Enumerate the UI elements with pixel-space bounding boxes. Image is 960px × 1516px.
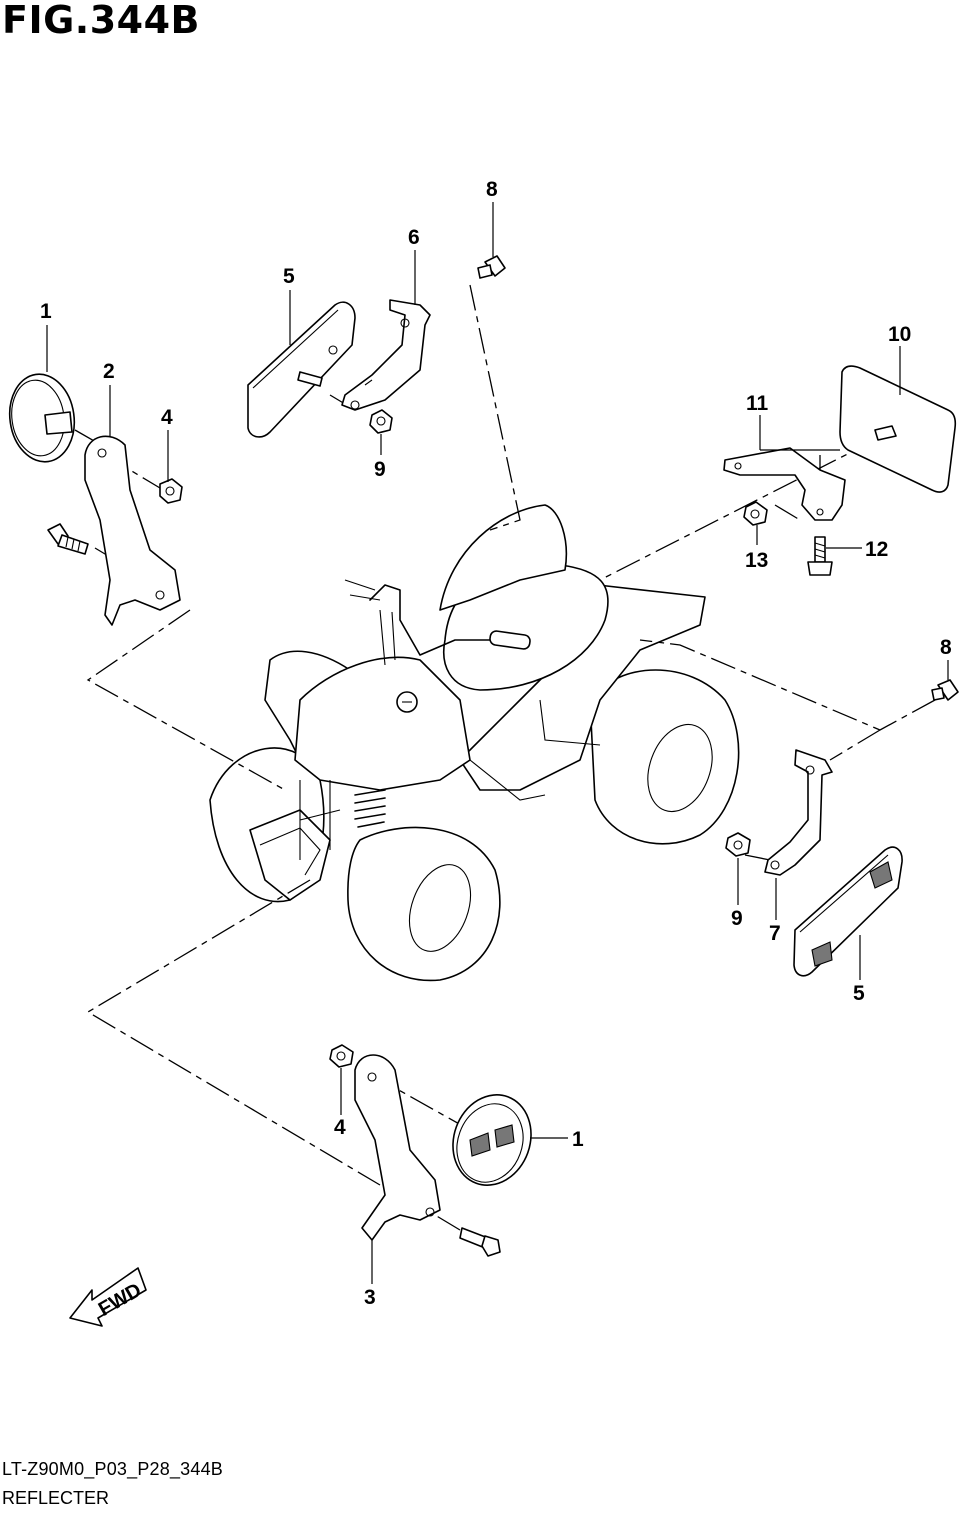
bolt-front-bottom <box>459 1227 501 1257</box>
reflector-rect-side-right <box>793 846 903 977</box>
nut-rear <box>743 501 768 526</box>
leader-lines <box>46 202 949 1284</box>
nut-top-left <box>159 478 183 504</box>
fwd-arrow-icon: FWD <box>69 1267 147 1327</box>
bracket-rear <box>723 447 846 521</box>
callout-13: 13 <box>745 549 768 572</box>
figure-name: REFLECTER <box>2 1488 110 1508</box>
figure-code: LT-Z90M0_P03_P28_344B <box>2 1459 224 1479</box>
callout-7: 7 <box>769 922 781 945</box>
bolt-side-top <box>477 255 506 279</box>
bolt-front-left <box>47 523 89 555</box>
callout-9-right: 9 <box>731 907 743 930</box>
bolt-side-right <box>931 679 959 701</box>
callout-numbers: 1 2 4 5 6 8 9 10 11 12 13 8 9 7 5 4 1 3 <box>40 178 952 1309</box>
callout-2: 2 <box>103 360 115 383</box>
callout-5-right: 5 <box>853 982 865 1005</box>
callout-10: 10 <box>888 323 911 346</box>
nut-bottom <box>329 1044 354 1068</box>
screw-rear <box>807 536 833 576</box>
reflector-round-front-bottom <box>452 1094 532 1186</box>
reflector-rect-rear <box>839 365 957 493</box>
figure-title: FIG.344B <box>2 0 201 42</box>
callout-8: 8 <box>486 178 498 201</box>
callout-8-right: 8 <box>940 636 952 659</box>
bracket-front-bottom <box>354 1054 441 1241</box>
callout-1: 1 <box>40 300 52 323</box>
reflector-rect-side-top <box>247 301 356 438</box>
callout-4-bottom: 4 <box>334 1116 346 1139</box>
bracket-side-right <box>764 749 833 876</box>
callout-6: 6 <box>408 226 420 249</box>
callout-4: 4 <box>161 406 173 429</box>
callout-12: 12 <box>865 538 888 561</box>
bracket-side-top <box>341 299 431 411</box>
nut-side-top <box>369 409 393 434</box>
callout-1-bottom: 1 <box>572 1128 584 1151</box>
reflector-round-front-left <box>8 373 76 463</box>
callout-11: 11 <box>746 392 769 415</box>
callout-3: 3 <box>364 1286 376 1309</box>
callout-5: 5 <box>283 265 295 288</box>
bracket-front-left <box>84 435 181 626</box>
atv-body <box>209 504 740 982</box>
callout-9: 9 <box>374 458 386 481</box>
nut-side-right <box>725 832 751 857</box>
